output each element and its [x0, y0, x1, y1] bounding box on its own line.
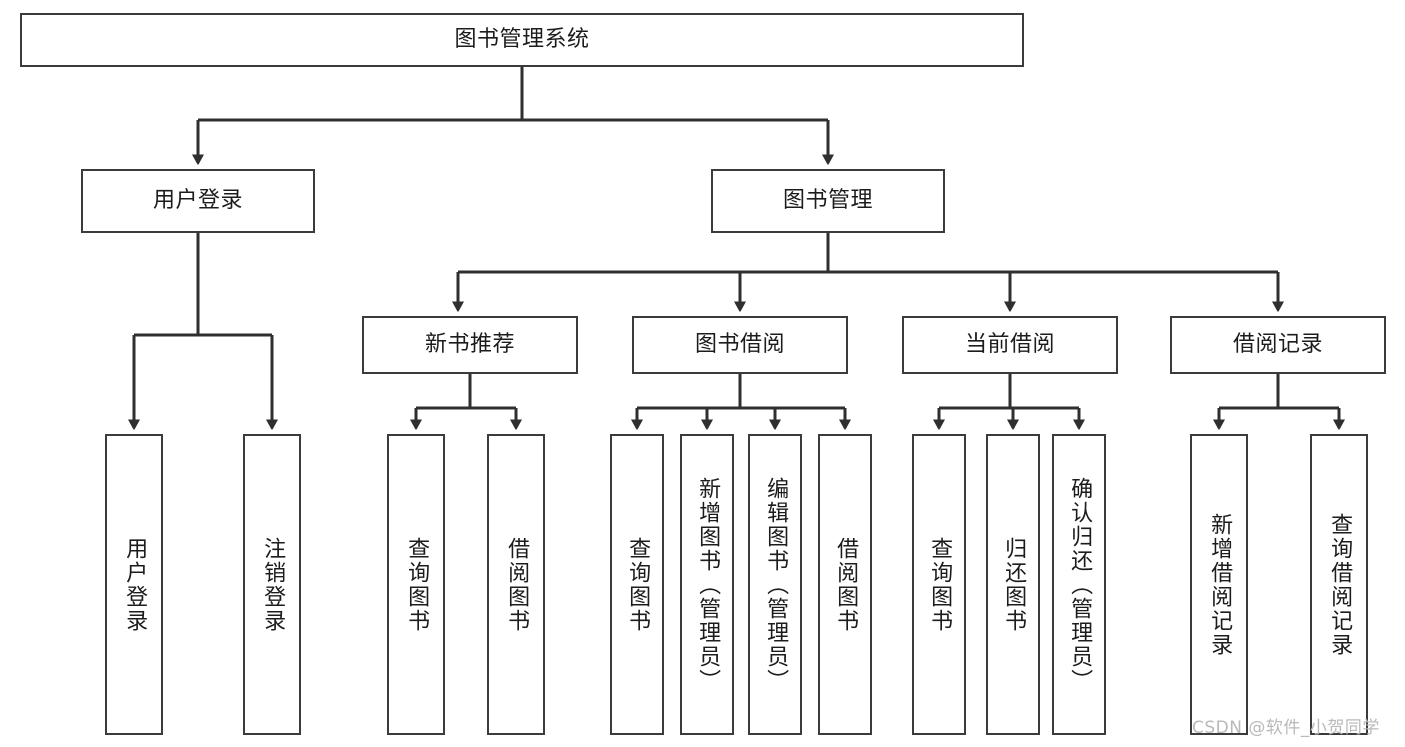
- leaf-borrow-book-label: 借阅图书: [833, 536, 859, 633]
- leaf-query-book-current-label: 查询图书: [927, 536, 953, 633]
- leaf-query-borrow-record-label: 查询借阅记录: [1327, 512, 1353, 657]
- connector-bookmgmt-to-level3: [458, 233, 1278, 303]
- leaf-edit-book-admin-label: 编辑图书（管理员）: [763, 476, 789, 693]
- connector-newbook-to-leaves: [416, 374, 516, 421]
- leaf-add-borrow-record[interactable]: 新增借阅记录: [1190, 434, 1248, 735]
- leaf-query-book-newbook[interactable]: 查询图书: [387, 434, 445, 735]
- leaf-borrow-book-newbook[interactable]: 借阅图书: [487, 434, 545, 735]
- leaf-query-book-borrow-label: 查询图书: [625, 536, 651, 633]
- leaf-add-book-admin-label: 新增图书（管理员）: [695, 476, 721, 693]
- leaf-query-book-borrow[interactable]: 查询图书: [610, 434, 664, 735]
- leaf-query-borrow-record[interactable]: 查询借阅记录: [1310, 434, 1368, 735]
- leaf-borrow-book-newbook-label: 借阅图书: [504, 536, 530, 633]
- node-new-book-recommend-label: 新书推荐: [424, 331, 515, 357]
- leaf-user-login-label: 用户登录: [122, 536, 148, 633]
- node-book-borrow-label: 图书借阅: [694, 331, 785, 357]
- connector-root-to-level2: [198, 67, 828, 156]
- connector-userlogin-to-leaves: [134, 233, 272, 421]
- node-current-borrow-label: 当前借阅: [964, 331, 1055, 357]
- node-user-login-label: 用户登录: [152, 187, 243, 213]
- leaf-add-book-admin[interactable]: 新增图书（管理员）: [680, 434, 734, 735]
- node-book-management[interactable]: 图书管理: [711, 169, 945, 233]
- connector-borrowrecord-to-leaves: [1219, 374, 1339, 421]
- leaf-query-book-current[interactable]: 查询图书: [912, 434, 966, 735]
- connector-currentborrow-to-leaves: [939, 374, 1079, 421]
- leaf-add-borrow-record-label: 新增借阅记录: [1207, 512, 1233, 657]
- node-root-label: 图书管理系统: [454, 26, 590, 52]
- leaf-return-book-label: 归还图书: [1001, 536, 1027, 633]
- node-book-management-label: 图书管理: [782, 187, 873, 213]
- connector-bookborrow-to-leaves: [637, 374, 845, 421]
- leaf-user-login[interactable]: 用户登录: [105, 434, 163, 735]
- node-user-login[interactable]: 用户登录: [81, 169, 315, 233]
- leaf-return-book[interactable]: 归还图书: [986, 434, 1040, 735]
- leaf-confirm-return-admin-label: 确认归还（管理员）: [1067, 476, 1093, 693]
- leaf-logout[interactable]: 注销登录: [243, 434, 301, 735]
- node-current-borrow[interactable]: 当前借阅: [902, 316, 1118, 374]
- node-book-borrow[interactable]: 图书借阅: [632, 316, 848, 374]
- node-borrow-record-label: 借阅记录: [1232, 331, 1323, 357]
- leaf-logout-label: 注销登录: [260, 536, 286, 633]
- leaf-query-book-newbook-label: 查询图书: [404, 536, 430, 633]
- leaf-borrow-book[interactable]: 借阅图书: [818, 434, 872, 735]
- leaf-edit-book-admin[interactable]: 编辑图书（管理员）: [748, 434, 802, 735]
- node-root[interactable]: 图书管理系统: [20, 13, 1024, 67]
- node-new-book-recommend[interactable]: 新书推荐: [362, 316, 578, 374]
- leaf-confirm-return-admin[interactable]: 确认归还（管理员）: [1052, 434, 1106, 735]
- node-borrow-record[interactable]: 借阅记录: [1170, 316, 1386, 374]
